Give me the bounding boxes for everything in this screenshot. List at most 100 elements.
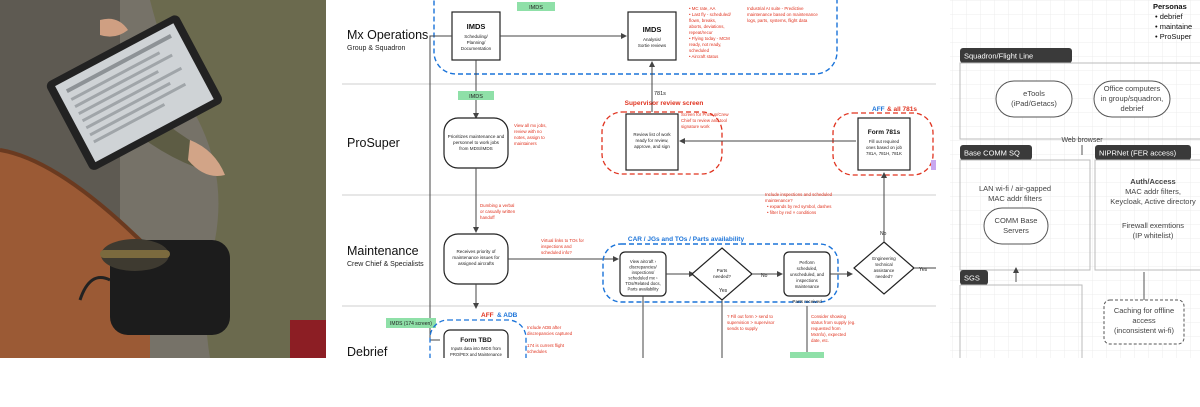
svg-text:status from supply (eg.: status from supply (eg. — [811, 320, 855, 325]
svg-text:handoff: handoff — [480, 215, 495, 220]
imds-tag-mid — [458, 91, 494, 100]
persona-item: • maintaine — [1155, 22, 1192, 31]
form-tbd-title: Form TBD — [460, 337, 492, 344]
etools-node[interactable] — [995, 80, 1073, 118]
maint-node-line: Receives priority of — [456, 249, 496, 254]
eng-diamond-line: needed? — [875, 274, 893, 279]
view-node-line: scheduled mx › — [628, 276, 658, 281]
prosuper-node-line: from MDS/IMDS — [459, 146, 492, 151]
firewall-line: (IP whitelist) — [1133, 231, 1174, 240]
imds-analysis-line: Analysis/ — [643, 37, 662, 42]
office-line: Office computers — [1104, 84, 1161, 93]
lane-title-debrief: Debrief — [347, 345, 388, 359]
sgs-tag — [960, 270, 988, 285]
lane-title-prosuper: ProSuper — [347, 136, 400, 150]
imds-analysis-line: Sortie reviews — [638, 43, 667, 48]
prosuper-node-line: Prioritizes maintenance and — [448, 134, 505, 139]
prosuper-node-line: personnel to work jobs — [453, 140, 500, 145]
office-computers-node[interactable] — [1093, 80, 1171, 118]
lane-subtitle-maintenance: Crew Chief & Specialists — [347, 261, 424, 268]
svg-text:or casually written: or casually written — [480, 209, 516, 214]
svg-text:date, etc.: date, etc. — [811, 338, 829, 343]
squadron-tag-label: Squadron/Flight Line — [964, 52, 1033, 61]
svg-text:discrepancies captured: discrepancies captured — [527, 331, 573, 336]
imds-174-tag — [386, 318, 436, 328]
persona-item: • debrief — [1155, 12, 1184, 21]
svg-text:• Aircraft status: • Aircraft status — [689, 54, 719, 59]
comm-servers-line: Servers — [1003, 226, 1029, 235]
svg-text:MxInfo), expected: MxInfo), expected — [811, 332, 846, 337]
photo-headset-band — [100, 250, 170, 258]
comm-base-servers-node[interactable] — [983, 207, 1049, 245]
perform-node-line: scheduled, — [797, 266, 818, 271]
svg-text:requested from: requested from — [811, 326, 841, 331]
fill-form-note: ? Fill out form > send to supervision > … — [727, 314, 775, 331]
perform-node-line: unscheduled, and — [790, 272, 825, 277]
debrief-group — [429, 319, 527, 358]
supervisor-note: Screen for ProSup/Crew Chief to review a… — [681, 112, 729, 129]
lan-label-line: MAC addr filters — [988, 194, 1042, 203]
office-line: debrief — [1121, 104, 1145, 113]
caching-line: access — [1132, 316, 1156, 325]
eng-diamond-line: assistance — [874, 268, 895, 273]
view-node-line: Parts availability — [627, 287, 659, 292]
imds-scheduling-node[interactable] — [451, 11, 501, 61]
label-781s: 781s — [654, 91, 666, 97]
view-node-line: inspections/ — [632, 270, 655, 275]
office-line: in group/squadron, — [1101, 94, 1164, 103]
svg-text:Chief to review and tool: Chief to review and tool — [681, 118, 727, 123]
form-tbd-node[interactable] — [443, 329, 509, 370]
svg-text:supervision > supervisor: supervision > supervisor — [727, 320, 775, 325]
imds-tag-mid-label: IMDS — [469, 94, 483, 100]
photo-hand — [188, 140, 225, 176]
photo-cable — [78, 276, 111, 301]
view-node-line: discrepancies/ — [629, 265, 657, 270]
supervisor-review-node[interactable] — [625, 113, 679, 171]
label-yes: Yes — [719, 288, 728, 294]
form781s-node[interactable] — [857, 117, 911, 171]
svg-text:logs, parts, systems, flight d: logs, parts, systems, flight data — [747, 18, 808, 23]
svg-text:aborts, deviations,: aborts, deviations, — [689, 24, 725, 29]
auth-title: Auth/Access — [1130, 177, 1175, 186]
lane-title-mx-operations: Mx Operations — [347, 28, 428, 42]
imds-tag — [517, 2, 555, 11]
form781s-line: Fill out required — [869, 139, 900, 144]
form-tbd-line: PRO/PEX and Maintenance — [450, 352, 503, 357]
base-comm-tag-label: Base COMM SQ — [964, 149, 1020, 158]
svg-text:Include ADB after: Include ADB after — [527, 325, 562, 330]
svg-text:View all mx jobs,: View all mx jobs, — [514, 123, 547, 128]
svg-text:ready, not ready,: ready, not ready, — [689, 42, 721, 47]
svg-text:maintenance based on maintenan: maintenance based on maintenance — [747, 12, 818, 17]
svg-text:signature work: signature work — [681, 124, 710, 129]
imds-scheduling-line: Scheduling/ — [464, 34, 488, 39]
imds-analysis-node[interactable] — [627, 11, 677, 61]
nipr-tag-label: NIPRNet (FER access) — [1099, 149, 1177, 158]
form781s-title: Form 781s — [868, 129, 901, 136]
caching-line: Caching for offline — [1114, 306, 1174, 315]
base-comm-region — [959, 159, 1091, 271]
architecture-panel: Personas • debrief • maintaine • ProSupe… — [950, 0, 1200, 358]
parts-diamond-line: Parts — [717, 268, 728, 273]
lane-title-maintenance: Maintenance — [347, 244, 419, 258]
car-group — [602, 243, 839, 303]
form-tbd-line: Inputs data into IMDS from — [451, 346, 501, 351]
svg-text:inspections and: inspections and — [541, 244, 572, 249]
imds-tag-label: IMDS — [529, 5, 543, 11]
view-node-line: View aircraft › — [630, 259, 657, 264]
caching-node[interactable] — [1103, 299, 1185, 345]
mx-annotation: • MC rate, AA • Last fly - scheduled/ fl… — [689, 6, 732, 59]
photo-tablet — [46, 15, 222, 170]
supply-status-note: Consider showing status from supply (eg.… — [811, 314, 855, 343]
imds-analysis-title: IMDS — [643, 25, 662, 34]
svg-text:scheduled info?: scheduled info? — [541, 250, 572, 255]
engineering-diamond[interactable] — [853, 241, 915, 295]
supervisor-review-title: Supervisor review screen — [625, 100, 704, 107]
aff-all-781s-title-aff: AFF — [872, 106, 885, 113]
nipr-region — [1094, 159, 1200, 271]
virtual-links-note: Virtual links to TOs for inspections and… — [541, 238, 584, 255]
sgs-region — [959, 284, 1083, 358]
etools-line: eTools — [1023, 89, 1045, 98]
car-group-title: CAR / JGs and TOs / Parts availability — [628, 236, 745, 243]
supervisor-node-line: Review list of work — [633, 132, 671, 137]
